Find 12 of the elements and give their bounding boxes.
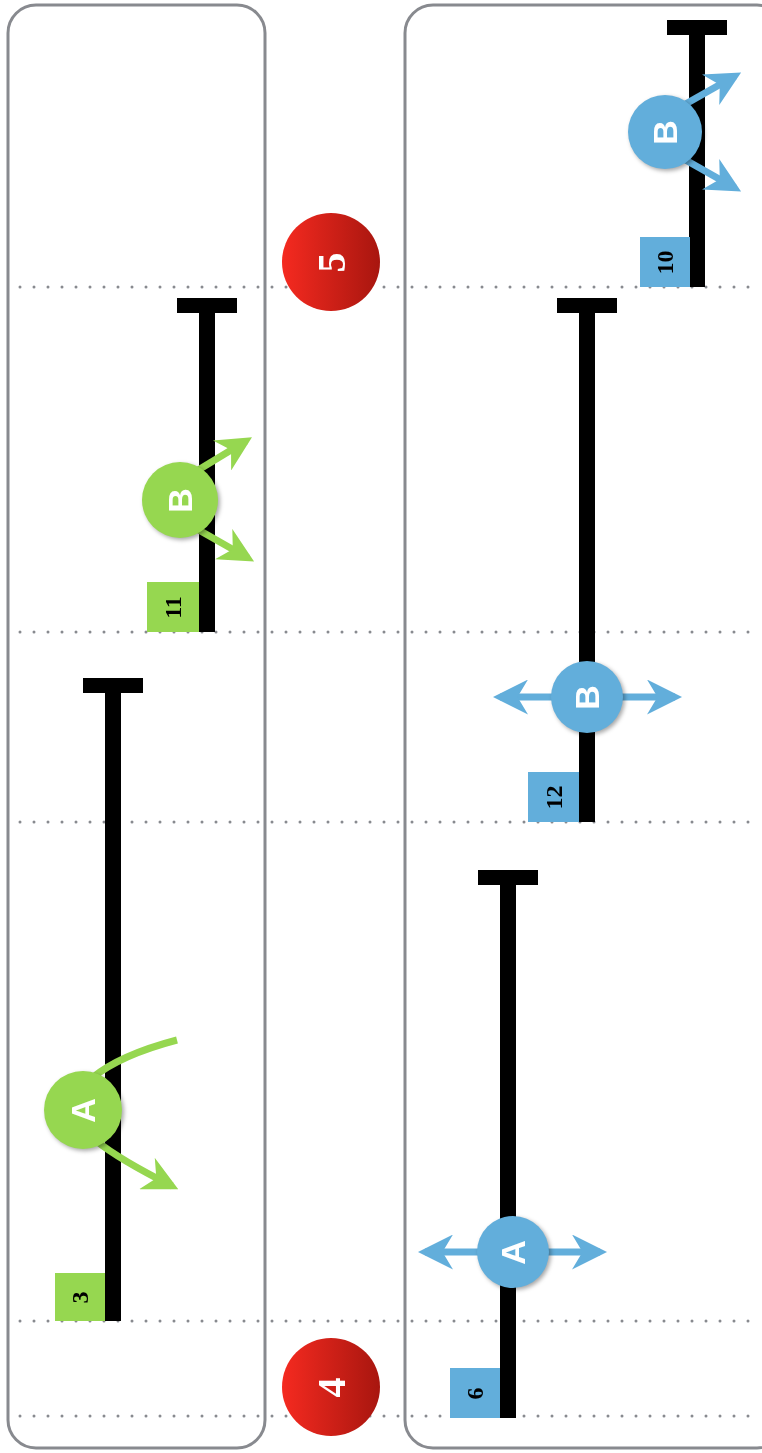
step-marker: 4 — [282, 1338, 380, 1436]
point-marker: A — [477, 1216, 549, 1288]
number-tag: 3 — [55, 1273, 105, 1321]
number-tag: 10 — [640, 237, 690, 287]
number-tag: 6 — [450, 1368, 500, 1418]
point-marker: B — [628, 95, 702, 169]
point-marker: A — [44, 1071, 122, 1149]
number-tag: 11 — [147, 582, 199, 632]
point-marker: B — [551, 661, 623, 733]
step-marker: 5 — [282, 213, 380, 311]
number-tag: 12 — [528, 772, 579, 822]
point-marker: B — [142, 462, 218, 538]
